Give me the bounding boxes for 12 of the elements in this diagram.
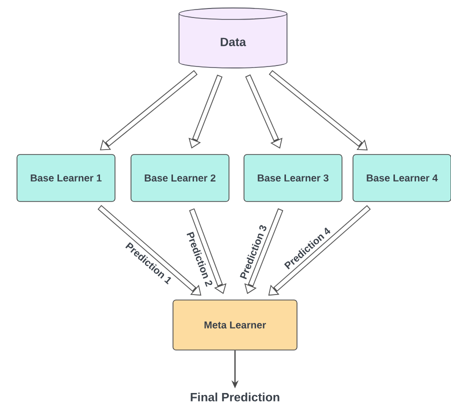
output-label: Final Prediction [190, 392, 280, 402]
hollow-arrow [268, 205, 371, 296]
hollow-arrow [188, 74, 222, 148]
learner-box: Base Learner 4 [352, 154, 451, 202]
hollow-arrow [189, 208, 226, 294]
hollow-arrow [98, 205, 202, 296]
learner-box: Base Learner 2 [130, 154, 230, 202]
learner-box: Base Learner 1 [16, 154, 116, 202]
database-cylinder: Data [178, 8, 288, 68]
learner-box: Base Learner 3 [244, 154, 342, 202]
learner-box: Meta Learner [172, 300, 298, 350]
hollow-arrow [268, 70, 368, 150]
